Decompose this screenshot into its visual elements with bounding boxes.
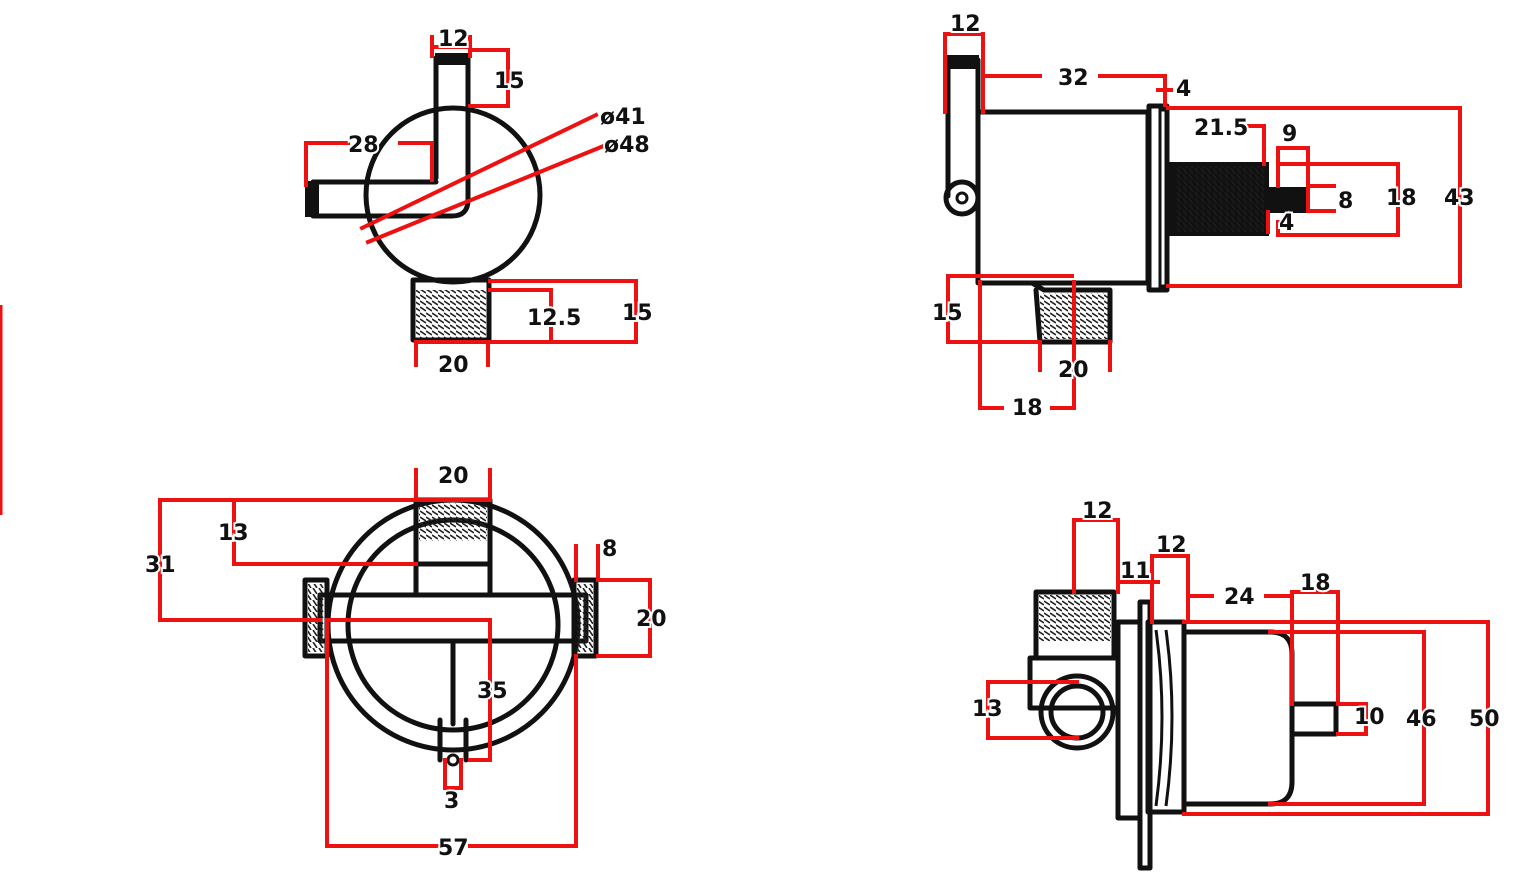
view-bottom-right: 12 12 11 24 18 13 10 46 50: [970, 497, 1502, 871]
side-view-body: [943, 55, 1307, 345]
dim-label: 4: [1279, 211, 1294, 236]
dim-label: 57: [438, 836, 469, 861]
dim-label: 13: [218, 521, 249, 546]
dim-label: 12: [438, 27, 469, 52]
dim-label: 18: [1386, 186, 1417, 211]
side-view-dimension-lines: [943, 32, 1462, 410]
dim-label: 11: [1120, 559, 1151, 584]
dim-label: 8: [602, 537, 617, 562]
top-view-dimension-lines: [304, 35, 638, 367]
dim-label: 20: [438, 353, 469, 378]
rear-view-dimension-lines: [986, 518, 1490, 816]
top-view-body: [305, 53, 543, 343]
dim-label: 21.5: [1194, 116, 1248, 141]
dim-label: 12: [950, 12, 981, 37]
dim-label: 28: [348, 133, 379, 158]
dim-label: 12: [1156, 533, 1187, 558]
dim-label: 8: [1338, 189, 1353, 214]
view-top-right: 12 32 4 21.5 9 8 18 43 4 15 20 18: [930, 10, 1477, 423]
dim-label: 50: [1469, 707, 1500, 732]
dim-label: 4: [1176, 77, 1191, 102]
dim-label: 15: [932, 301, 963, 326]
dim-label: 12: [1082, 499, 1113, 524]
dim-label: ø41: [600, 105, 646, 130]
dim-label: 15: [622, 301, 653, 326]
dim-label: 43: [1444, 186, 1475, 211]
dim-label: 24: [1224, 585, 1255, 610]
dim-label: 20: [1058, 358, 1089, 383]
view-top-left: 12 15 28 ø41 ø48 12.5 15 20: [304, 25, 655, 380]
dim-label: 20: [438, 464, 469, 489]
front-view-dimension-lines: [158, 468, 652, 848]
dim-label: 31: [145, 553, 176, 578]
dim-label: 10: [1354, 705, 1385, 730]
front-view-body: [302, 497, 599, 767]
dim-label: 46: [1406, 707, 1437, 732]
dim-label: 9: [1282, 122, 1297, 147]
dim-label: ø48: [604, 133, 650, 158]
dim-label: 3: [444, 789, 459, 814]
dim-label: 32: [1058, 66, 1089, 91]
dim-label: 20: [636, 607, 667, 632]
view-bottom-left: 20 13 31 8 20 35 3 57: [143, 462, 669, 863]
dim-label: 13: [972, 697, 1003, 722]
dim-label: 12.5: [527, 306, 581, 331]
dim-label: 18: [1012, 396, 1043, 421]
dim-label: 15: [494, 69, 525, 94]
dim-label: 18: [1300, 571, 1331, 596]
dim-label: 35: [477, 679, 508, 704]
